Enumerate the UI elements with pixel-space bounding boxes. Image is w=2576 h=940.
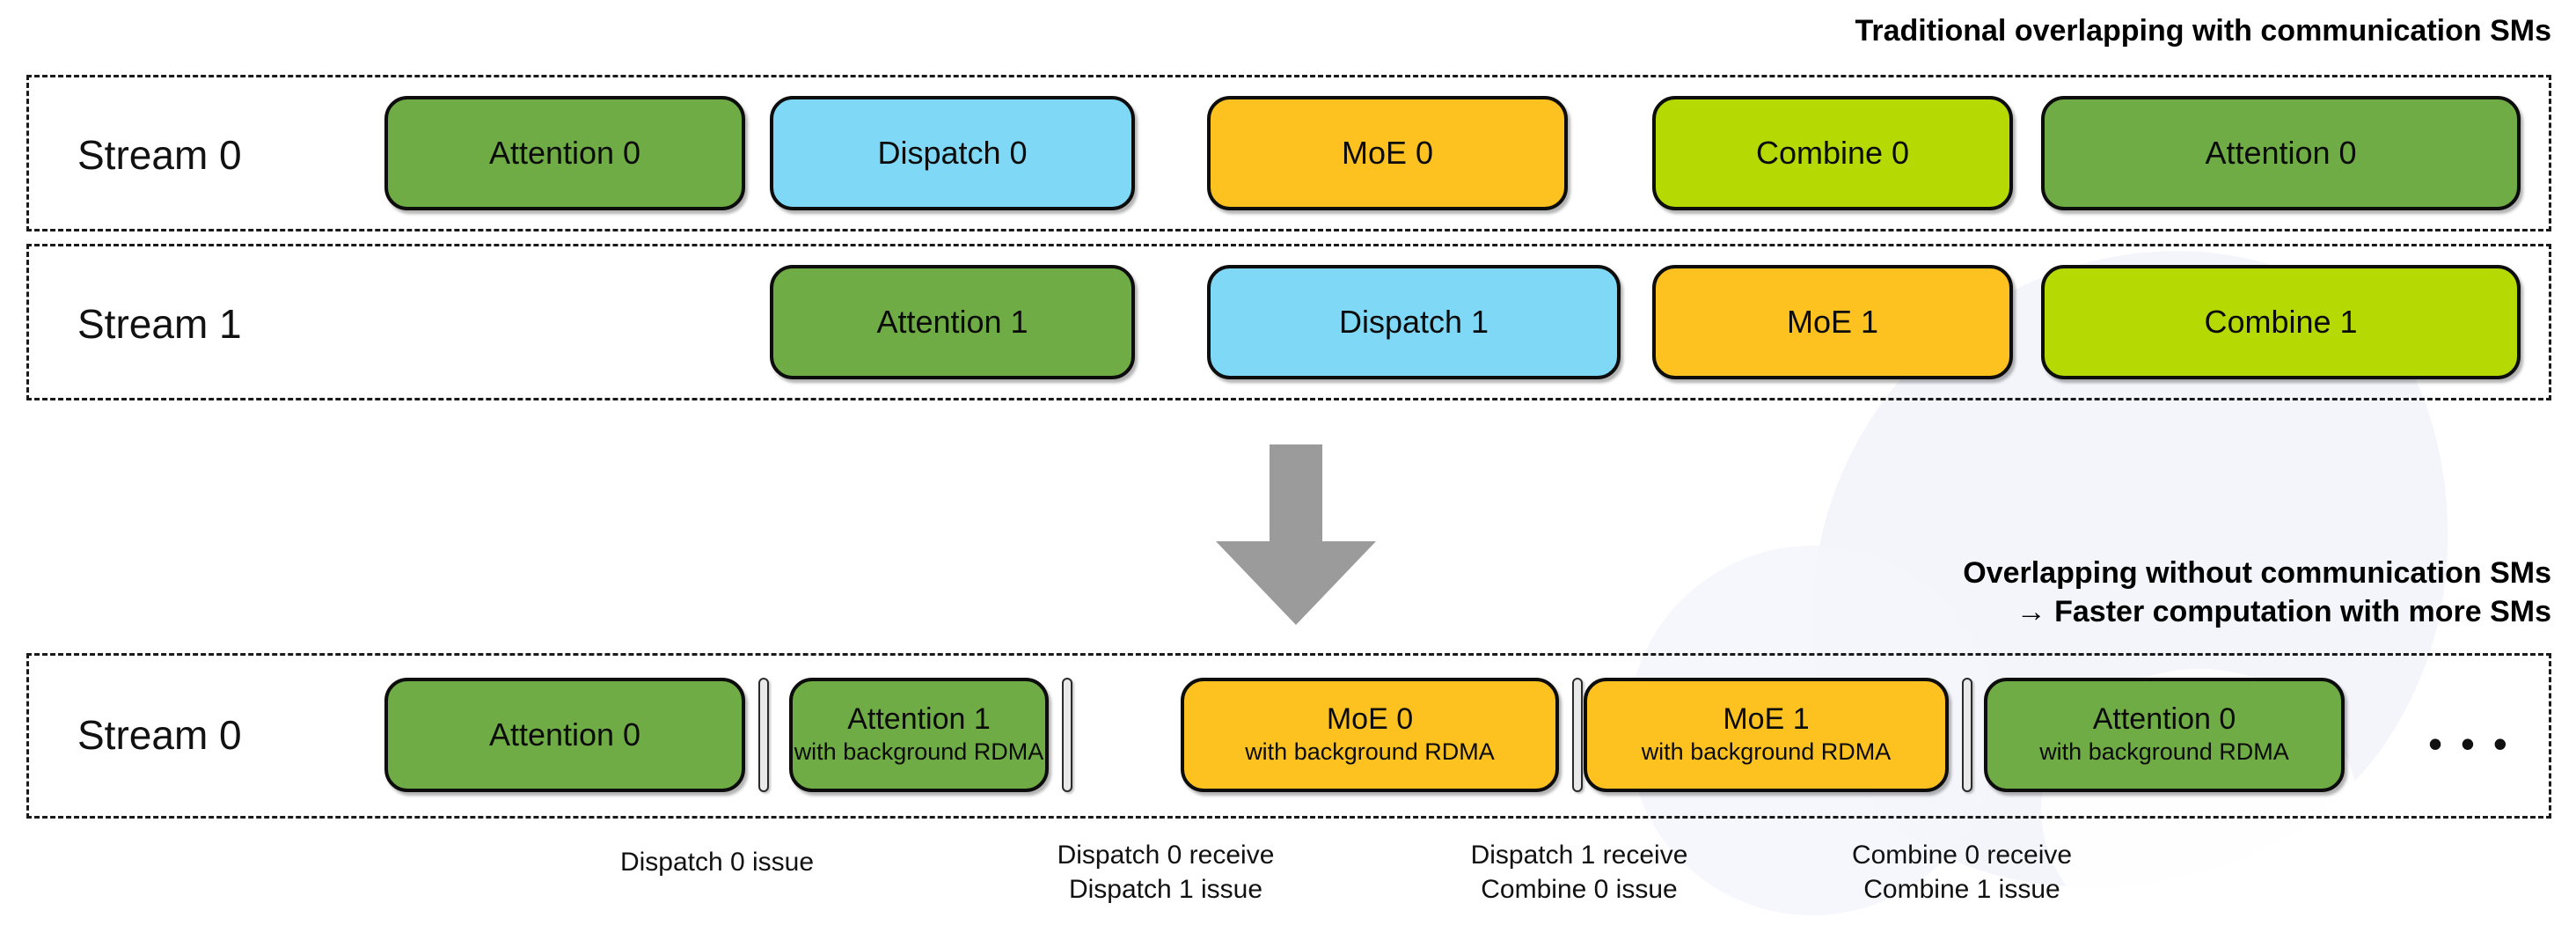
stream-label-traditional-1: Stream 1	[77, 301, 242, 347]
task-label: MoE 0	[1326, 701, 1414, 736]
task-label: Attention 0	[488, 135, 641, 172]
separator-bar-1	[758, 678, 769, 792]
task-block-attention-1-s1[interactable]: Attention 1	[770, 265, 1135, 379]
task-block-opt-moe-0[interactable]: MoE 0 with background RDMA	[1181, 678, 1559, 792]
task-label: Attention 1	[876, 304, 1028, 341]
stream-label-optimized-0: Stream 0	[77, 712, 242, 758]
task-label: Combine 0	[1755, 135, 1910, 172]
stream-label-traditional-0: Stream 0	[77, 132, 242, 178]
task-block-dispatch-1-s1[interactable]: Dispatch 1	[1207, 265, 1621, 379]
separator-bar-3	[1572, 678, 1583, 792]
caption-dispatch-0-receive: Dispatch 0 receive Dispatch 1 issue	[1057, 841, 1275, 904]
caption-dispatch-1-receive: Dispatch 1 receive Combine 0 issue	[1470, 841, 1688, 904]
task-label: MoE 1	[1786, 304, 1879, 341]
task-block-opt-attention-1[interactable]: Attention 1 with background RDMA	[789, 678, 1049, 792]
task-block-opt-moe-1[interactable]: MoE 1 with background RDMA	[1584, 678, 1949, 792]
task-label: Attention 0	[2092, 701, 2236, 736]
down-arrow-icon	[1216, 444, 1376, 629]
stream-container-traditional-1	[26, 244, 2551, 400]
heading-optimized: Overlapping without communication SMs → …	[1963, 556, 2551, 628]
task-label: Dispatch 1	[1338, 304, 1489, 341]
caption-dispatch-0-issue: Dispatch 0 issue	[619, 848, 815, 877]
task-block-moe-0-s0[interactable]: MoE 0	[1207, 96, 1568, 210]
task-block-combine-1-s1[interactable]: Combine 1	[2041, 265, 2521, 379]
task-label: Dispatch 0	[877, 135, 1028, 172]
stream-container-traditional-0	[26, 75, 2551, 231]
task-sublabel: with background RDMA	[1641, 738, 1892, 766]
separator-bar-2	[1062, 678, 1072, 792]
task-block-combine-0-s0[interactable]: Combine 0	[1652, 96, 2013, 210]
task-sublabel: with background RDMA	[794, 738, 1044, 766]
task-block-moe-1-s1[interactable]: MoE 1	[1652, 265, 2013, 379]
task-block-attention-0b-s0[interactable]: Attention 0	[2041, 96, 2521, 210]
caption-combine-0-receive: Combine 0 receive Combine 1 issue	[1851, 841, 2073, 904]
task-label: Attention 1	[847, 701, 991, 736]
separator-bar-4	[1962, 678, 1972, 792]
task-block-dispatch-0-s0[interactable]: Dispatch 0	[770, 96, 1135, 210]
stream-container-optimized-0	[26, 653, 2551, 819]
task-sublabel: with background RDMA	[2039, 738, 2289, 766]
task-label: MoE 0	[1341, 135, 1434, 172]
task-sublabel: with background RDMA	[1245, 738, 1495, 766]
task-label: MoE 1	[1723, 701, 1810, 736]
ellipsis-indicator: • • •	[2428, 721, 2511, 767]
heading-traditional: Traditional overlapping with communicati…	[1855, 14, 2551, 48]
task-block-opt-attention-0[interactable]: Attention 0	[384, 678, 745, 792]
task-label: Attention 0	[2205, 135, 2357, 172]
task-label: Combine 1	[2204, 304, 2358, 341]
task-block-opt-attention-0b[interactable]: Attention 0 with background RDMA	[1984, 678, 2345, 792]
task-label: Attention 0	[488, 716, 641, 753]
task-block-attention-0-s0[interactable]: Attention 0	[384, 96, 745, 210]
